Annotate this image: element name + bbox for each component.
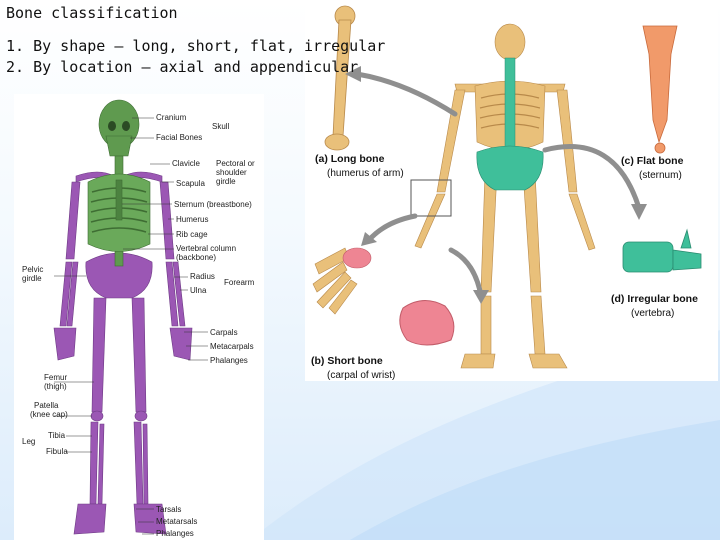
label-vertebral-column-1: Vertebral column (176, 244, 236, 253)
bone-shape-diagram: (a) Long bone (humerus of arm) (c) Flat … (311, 5, 702, 381)
label-patella-1: Patella (34, 401, 59, 410)
label-pectoral-girdle-3: girdle (216, 177, 236, 186)
label-ulna: Ulna (190, 286, 207, 295)
slide-title: Bone classification (6, 4, 178, 22)
label-fibula: Fibula (46, 447, 68, 456)
label-vertebral-column-2: (backbone) (176, 253, 216, 262)
label-short-bone-example: (carpal of wrist) (327, 370, 395, 381)
label-clavicle: Clavicle (172, 159, 201, 168)
central-skeleton (414, 23, 596, 369)
axial-appendicular-figure: Cranium Skull Facial Bones Clavicle Pect… (14, 94, 264, 540)
label-carpals: Carpals (210, 328, 238, 337)
label-metatarsals: Metatarsals (156, 517, 197, 526)
label-femur-2: (thigh) (44, 382, 67, 391)
classification-list: 1. By shape – long, short, flat, irregul… (6, 36, 385, 78)
irregular-bone-vertebra (622, 228, 702, 273)
label-phalanges-foot: Phalanges (156, 529, 194, 538)
flat-bone-sternum (642, 25, 678, 154)
label-irregular-bone: (d) Irregular bone (611, 293, 698, 305)
label-long-bone-example: (humerus of arm) (327, 168, 404, 179)
label-flat-bone-example: (sternum) (639, 170, 682, 181)
label-tarsals: Tarsals (156, 505, 181, 514)
label-pelvic-girdle-1: Pelvic (22, 265, 43, 274)
appendicular-skeleton (53, 171, 193, 535)
label-cranium: Cranium (156, 113, 187, 122)
label-leg: Leg (22, 437, 35, 446)
label-long-bone: (a) Long bone (315, 153, 385, 165)
skull-eye-sockets (108, 121, 130, 131)
axial-skeleton (87, 99, 151, 267)
arrow-heads (345, 66, 647, 304)
long-bone-humerus (324, 5, 356, 151)
label-scapula: Scapula (176, 179, 205, 188)
label-skull: Skull (212, 122, 230, 131)
label-pectoral-girdle-2: shoulder (216, 168, 247, 177)
label-flat-bone: (c) Flat bone (621, 155, 684, 167)
wrist-highlight-box (410, 179, 452, 217)
label-pelvic-girdle-2: girdle (22, 274, 42, 283)
label-phalanges-hand: Phalanges (210, 356, 248, 365)
label-forearm: Forearm (224, 278, 255, 287)
label-short-bone: (b) Short bone (311, 355, 383, 367)
label-metacarpals: Metacarpals (210, 342, 254, 351)
slide-text-block: Bone classification 1. By shape – long, … (6, 4, 385, 78)
label-femur-1: Femur (44, 373, 67, 382)
label-tibia: Tibia (48, 431, 66, 440)
label-irregular-bone-example: (vertebra) (631, 308, 674, 319)
label-facial-bones: Facial Bones (156, 133, 202, 142)
label-sternum: Sternum (breastbone) (174, 200, 252, 209)
label-pectoral-girdle-1: Pectoral or (216, 159, 255, 168)
label-rib-cage: Rib cage (176, 230, 208, 239)
list-item-location: 2. By location – axial and appendicular (6, 58, 359, 76)
bone-shape-figure: (a) Long bone (humerus of arm) (c) Flat … (305, 2, 718, 381)
label-patella-2: (knee cap) (30, 410, 68, 419)
list-item-shape: 1. By shape – long, short, flat, irregul… (6, 37, 386, 55)
leader-lines (54, 117, 208, 535)
hand-bones (312, 247, 372, 315)
skeleton-diagram: Cranium Skull Facial Bones Clavicle Pect… (22, 99, 255, 538)
label-humerus: Humerus (176, 215, 208, 224)
label-radius: Radius (190, 272, 215, 281)
short-bone-carpal (399, 300, 455, 346)
